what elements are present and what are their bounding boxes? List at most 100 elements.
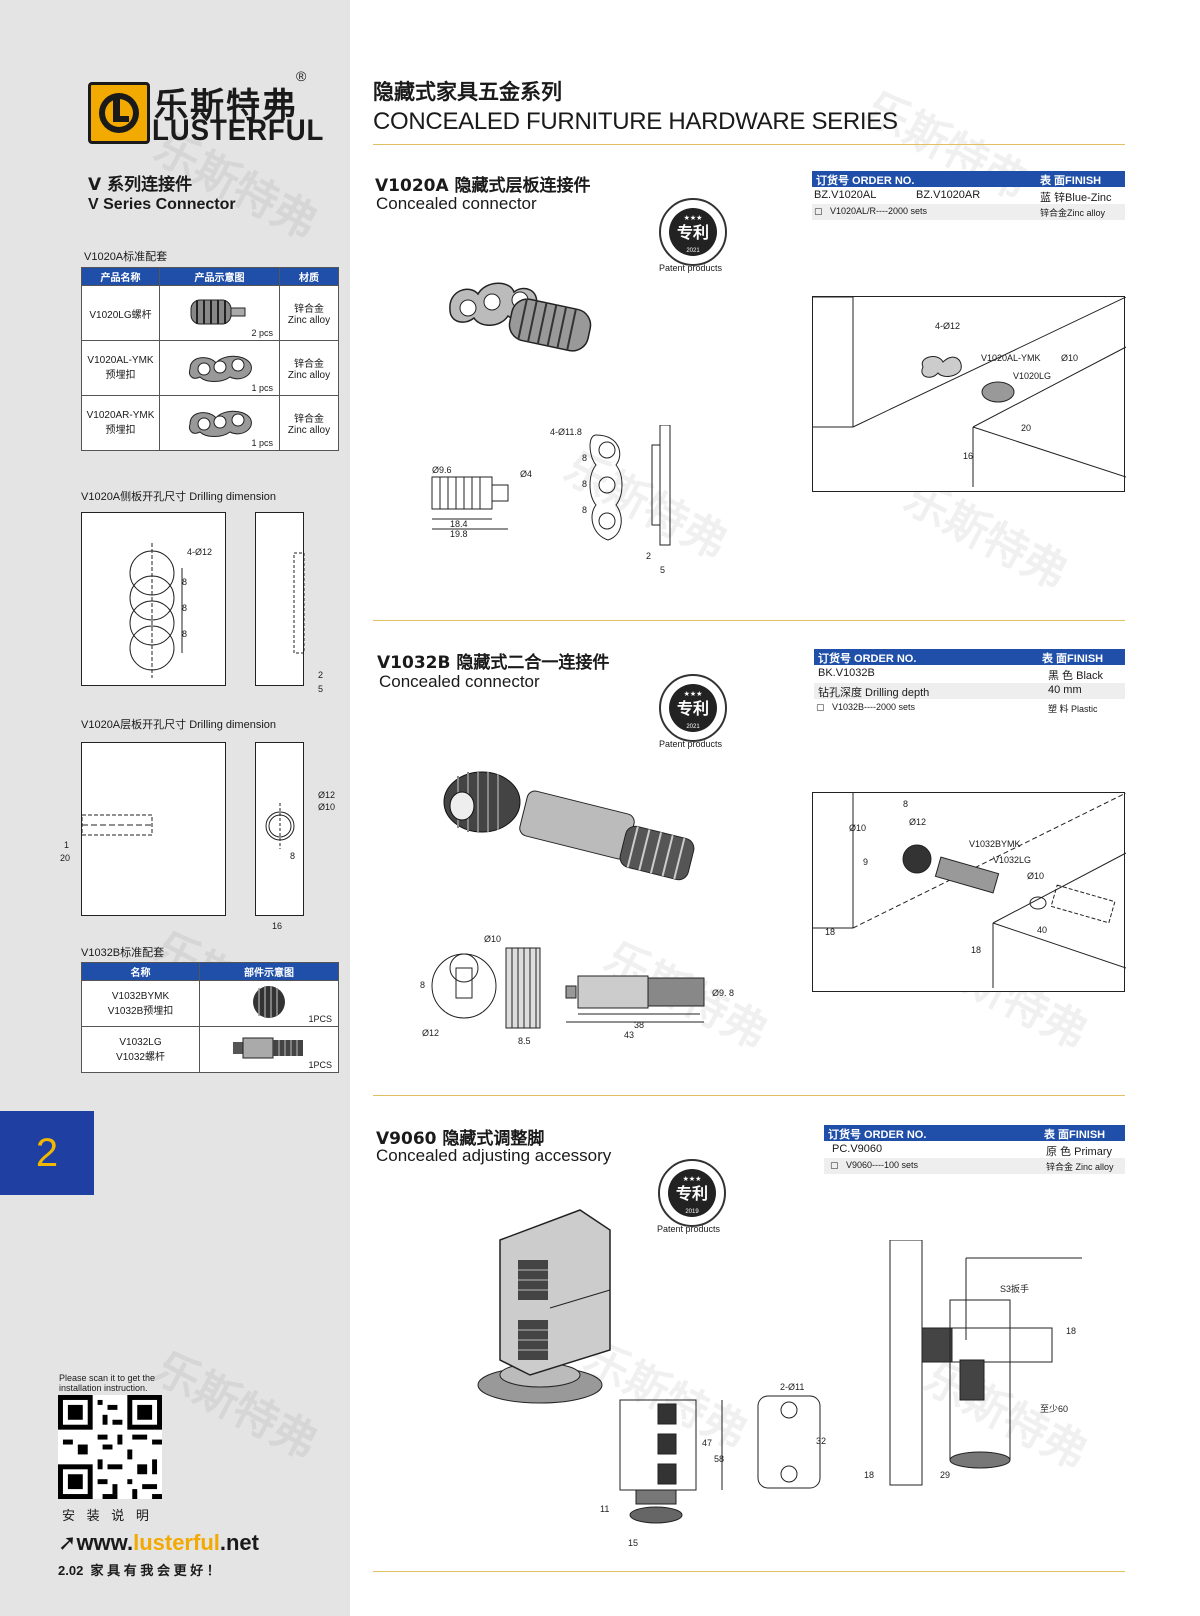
order-header: 订货号 ORDER NO. 表 面FINISH	[812, 171, 1125, 187]
website-link[interactable]: ➚www.lusterful.net	[58, 1530, 259, 1555]
product3-dim: 11	[600, 1504, 609, 1514]
product2-dim: 38	[634, 1020, 644, 1030]
svg-text:2019: 2019	[685, 1209, 699, 1215]
svg-text:专利: 专利	[677, 699, 709, 718]
sidebar-title-cn: V 系列连接件	[88, 175, 193, 195]
product3-dim: 2-Ø11	[780, 1382, 804, 1392]
patent-label: Patent products	[657, 1224, 721, 1234]
product1-install-label: 16	[963, 451, 974, 461]
product1-dim: 19.8	[450, 529, 468, 539]
product1-dim: 8	[582, 479, 587, 489]
product3-drawing: 2-Ø11 47 58 32 11 15	[600, 1382, 826, 1548]
product1-drawing: Ø9.6 Ø4 18.4 19.8 4-Ø11.8 8 8 8 2 5	[431, 425, 671, 575]
kit2-row1-qty: 1PCS	[308, 1014, 332, 1024]
patent-label: Patent products	[659, 739, 723, 749]
product2-dim: 8.5	[518, 1036, 531, 1046]
product3-dim: 15	[628, 1538, 638, 1548]
product3-dim: 47	[702, 1438, 712, 1448]
drill2-side-view	[255, 742, 304, 916]
bolt-icon	[233, 1037, 303, 1059]
drill2-label: Ø12	[318, 790, 336, 800]
product1-dim: 8	[582, 505, 587, 515]
box-icon: ▢	[814, 206, 823, 216]
product2-install-label: Ø10	[1027, 871, 1045, 881]
product1-install-label: 4-Ø12	[935, 321, 961, 331]
product2-install-label: V1032LG	[993, 855, 1032, 865]
product2-install-label: 8	[903, 799, 909, 809]
svg-text:★★★: ★★★	[684, 214, 703, 222]
product2-dim: Ø12	[422, 1028, 439, 1038]
product2-render	[443, 771, 695, 881]
kit2-row2-image: 1PCS	[199, 1026, 339, 1073]
header-divider	[373, 144, 1125, 145]
kit1-row3-qty: 1 pcs	[251, 438, 273, 448]
drill2-label: 16	[272, 921, 283, 931]
sidebar-title-en: V Series Connector	[88, 196, 236, 213]
product2-install-label: Ø12	[909, 817, 927, 827]
registered-mark: ®	[296, 68, 307, 84]
brand-logo-icon	[88, 82, 150, 144]
product1-subtitle: Concealed connector	[376, 194, 537, 213]
drill2-label: 20	[60, 853, 71, 863]
product1-dim: 4-Ø11.8	[550, 427, 582, 437]
product2-install-diagram: 8 Ø10 Ø12 9 V1032BYMK V1032LG Ø10 18 40 …	[812, 792, 1127, 992]
order-header: 订货号 ORDER NO. 表 面FINISH	[814, 649, 1125, 665]
page-title-en: CONCEALED FURNITURE HARDWARE SERIES	[373, 108, 898, 135]
kit1-row1-qty: 2 pcs	[251, 328, 273, 338]
product2-install-label: Ø10	[849, 823, 867, 833]
order-row: BZ.V1020AL BZ.V1020AR 蓝 锌Blue-Zinc	[814, 189, 1112, 204]
product3-install-label: 29	[940, 1470, 950, 1480]
qr-code-icon[interactable]	[58, 1395, 162, 1499]
drill2-label: 1	[64, 840, 70, 850]
kit2-row2-qty: 1PCS	[308, 1060, 332, 1070]
product2-dim: 8	[420, 980, 425, 990]
product2-dim: Ø9. 8	[712, 988, 734, 998]
product1-install-label: Ø10	[1061, 353, 1079, 363]
product2-install-label: 9	[863, 857, 869, 867]
order-header: 订货号 ORDER NO. 表 面FINISH	[824, 1125, 1125, 1141]
order-row: PC.V9060 原 色 Primary	[832, 1143, 1112, 1158]
box-icon: ▢	[830, 1160, 839, 1170]
section-divider	[373, 1095, 1125, 1096]
embedded-nut-icon	[188, 355, 252, 382]
order-row: ▢ V9060----100 sets 锌合金 Zinc alloy	[824, 1158, 1125, 1174]
product2-drawing: Ø10 8 Ø12 8.5 Ø9. 8 38 43	[420, 934, 734, 1046]
page-title-cn: 隐藏式家具五金系列	[373, 80, 562, 104]
drill1-title: V1020A侧板开孔尺寸 Drilling dimension	[81, 491, 277, 503]
order-row: ▢ V1032B----2000 sets 塑 料 Plastic	[816, 702, 1098, 714]
drill2-title: V1020A层板开孔尺寸 Drilling dimension	[81, 719, 277, 731]
product1-install-diagram: 4-Ø12 V1020AL-YMK Ø10 V1020LG 20 16	[812, 296, 1127, 492]
product1-install-label: V1020AL-YMK	[981, 353, 1041, 363]
box-icon: ▢	[816, 702, 825, 712]
footer-divider	[373, 1571, 1125, 1572]
qr-note: Please scan it to get the installation i…	[59, 1373, 156, 1393]
order-row: 钻孔深度 Drilling depth 40 mm	[814, 683, 1125, 699]
drill2-label: Ø10	[318, 802, 336, 812]
drill1-label: 8	[182, 603, 188, 613]
drill1-label: 5	[318, 684, 324, 694]
kit2-header-image: 部件示意图	[199, 962, 339, 981]
brand-name-en: LUSTERFUL	[152, 114, 325, 147]
product2-title: V1032B 隐藏式二合一连接件	[377, 653, 610, 673]
product3-title: V9060 隐藏式调整脚	[376, 1129, 545, 1149]
product3-install-label: S3扳手	[1000, 1283, 1029, 1294]
kit1-header-name: 产品名称	[81, 267, 160, 286]
product3-subtitle: Concealed adjusting accessory	[376, 1146, 612, 1165]
product1-install-label: V1020LG	[1013, 371, 1052, 381]
embedded-nut-icon	[188, 410, 252, 437]
product1-install-label: 20	[1021, 423, 1032, 433]
svg-text:★★★: ★★★	[683, 1175, 702, 1183]
